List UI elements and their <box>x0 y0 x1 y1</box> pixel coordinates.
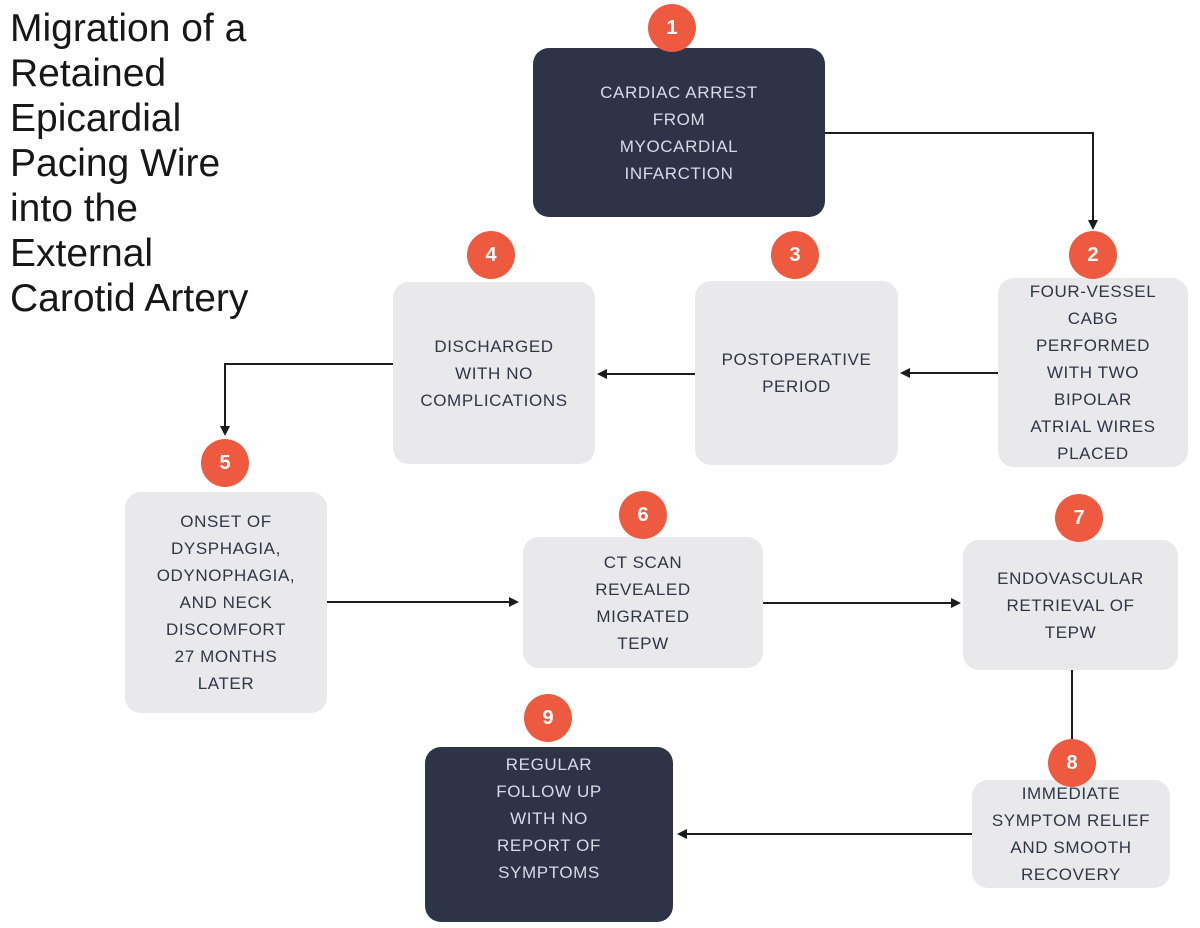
step-label-8: IMMEDIATE SYMPTOM RELIEF AND SMOOTH RECO… <box>991 784 1151 884</box>
connector-4-5 <box>220 363 393 436</box>
step-label-7: ENDOVASCULAR RETRIEVAL OF TEPW <box>997 568 1144 642</box>
step-box-follow-up: REGULAR FOLLOW UP WITH NO REPORT OF SYMP… <box>425 747 673 922</box>
step-box-endovascular-retrieval: ENDOVASCULAR RETRIEVAL OF TEPW <box>963 540 1178 670</box>
step-label-9: REGULAR FOLLOW UP WITH NO REPORT OF SYMP… <box>496 755 602 882</box>
step-number-badge-5: 5 <box>201 439 249 487</box>
step-label-3: POSTOPERATIVE PERIOD <box>721 350 872 396</box>
step-number-badge-8: 8 <box>1048 739 1096 787</box>
step-label-2: FOUR-VESSEL CABG PERFORMED WITH TWO BIPO… <box>1029 282 1157 463</box>
step-label-5: ONSET OF DYSPHAGIA, ODYNOPHAGIA, AND NEC… <box>156 512 296 693</box>
step-number-badge-6: 6 <box>619 491 667 539</box>
step-number-badge-3: 3 <box>771 231 819 279</box>
step-box-symptom-relief: IMMEDIATE SYMPTOM RELIEF AND SMOOTH RECO… <box>972 780 1170 888</box>
step-number-badge-7: 7 <box>1055 494 1103 542</box>
step-box-postoperative: POSTOPERATIVE PERIOD <box>695 281 898 465</box>
step-label-6: CT SCAN REVEALED MIGRATED TEPW <box>595 552 691 653</box>
step-number-badge-4: 4 <box>467 231 515 279</box>
step-box-cardiac-arrest: CARDIAC ARREST FROM MYOCARDIAL INFARCTIO… <box>533 48 825 217</box>
step-box-discharged: DISCHARGED WITH NO COMPLICATIONS <box>393 282 595 464</box>
diagram-title: Migration of a Retained Epicardial Pacin… <box>10 7 249 320</box>
step-box-symptom-onset: ONSET OF DYSPHAGIA, ODYNOPHAGIA, AND NEC… <box>125 492 327 713</box>
step-number-badge-1: 1 <box>648 4 696 52</box>
connector-1-2 <box>825 132 1098 230</box>
step-box-ct-scan: CT SCAN REVEALED MIGRATED TEPW <box>523 537 763 668</box>
step-number-badge-2: 2 <box>1069 231 1117 279</box>
step-box-cabg: FOUR-VESSEL CABG PERFORMED WITH TWO BIPO… <box>998 278 1188 467</box>
step-number-badge-9: 9 <box>524 694 572 742</box>
step-label-1: CARDIAC ARREST FROM MYOCARDIAL INFARCTIO… <box>600 82 758 183</box>
step-label-4: DISCHARGED WITH NO COMPLICATIONS <box>420 336 568 410</box>
